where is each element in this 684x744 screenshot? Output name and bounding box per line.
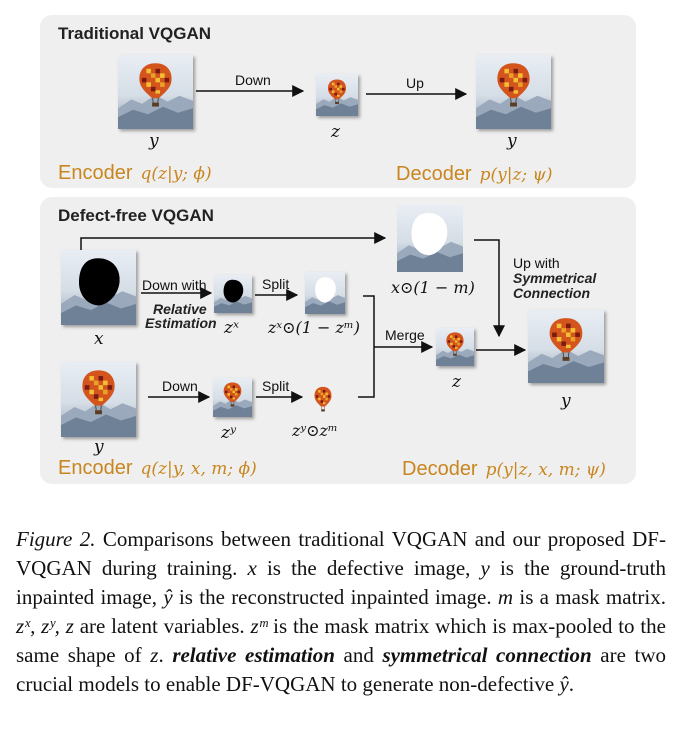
top-y-in-label: y <box>149 131 159 151</box>
bottom-decoder-label: Decoder <box>402 458 478 480</box>
merge-label: Merge <box>385 327 425 343</box>
zx-image <box>214 275 252 313</box>
ground-truth-y-image <box>61 362 136 437</box>
y-label: y <box>94 437 104 457</box>
caption-part10: are two crucial models to enable DF-VQGA… <box>16 643 667 696</box>
top-y-out-label: y <box>507 131 517 151</box>
caption-part7: is the mask matrix which is max-pooled t… <box>16 614 667 667</box>
connection-label: Connection <box>513 285 590 301</box>
bottom-decoder: Decoder p(y|z, x, m; ψ) <box>402 458 606 481</box>
relative-label: Relative <box>153 301 207 317</box>
zx-masked-label: zˣ⊙(1 − zᵐ) <box>268 318 360 337</box>
down-label-bottom: Down <box>162 378 198 394</box>
caption-yhat2: ŷ <box>559 672 569 696</box>
caption-part6: are latent variables. <box>73 614 251 638</box>
up-with-label: Up with <box>513 255 560 271</box>
reconstructed-y-image <box>528 310 604 383</box>
caption-bold-relative-estimation: relative estimation <box>172 643 335 667</box>
merge-bracket-top <box>358 295 375 398</box>
caption-bold-symmetrical-connection: symmetrical connection <box>382 643 592 667</box>
merged-z-image <box>436 328 474 366</box>
estimation-label: Estimation <box>145 315 217 331</box>
caption-latents: zˣ, zʸ, z <box>16 614 74 638</box>
zy-image <box>213 378 252 417</box>
caption-z: z <box>150 643 159 667</box>
figure-caption: Figure 2. Comparisons between traditiona… <box>16 525 666 699</box>
split-label-bottom: Split <box>262 378 290 394</box>
caption-zm: zᵐ <box>250 614 268 638</box>
top-up-label: Up <box>406 75 424 91</box>
caption-y: y <box>480 556 490 580</box>
defective-x-image <box>61 250 136 325</box>
top-encoder: Encoder q(z|y; ϕ) <box>58 162 212 185</box>
top-encoder-label: Encoder <box>58 162 133 184</box>
bottom-encoder: Encoder q(z|y, x, m; ϕ) <box>58 457 257 480</box>
caption-m: m <box>497 585 514 609</box>
x-masked-label: x⊙(1 − m) <box>391 278 475 297</box>
symmetrical-connection-arrow <box>474 239 505 338</box>
caption-part1: Comparisons between traditional VQGAN an… <box>16 527 666 580</box>
x-to-masked-arrow <box>80 232 387 250</box>
top-down-label: Down <box>235 72 271 88</box>
z-label: z <box>452 372 461 392</box>
top-decoder-formula: p(y|z; ψ) <box>479 165 553 185</box>
bottom-encoder-label: Encoder <box>58 457 133 479</box>
caption-fig-label: Figure 2. <box>16 527 96 551</box>
caption-part4: is the reconstructed inpainted image. <box>172 585 498 609</box>
top-z-label: z <box>331 122 340 142</box>
top-decoder-label: Decoder <box>396 163 472 185</box>
zy-label: zʸ <box>221 423 236 443</box>
caption-part3: is the ground-truth inpainted image, <box>16 556 666 609</box>
zx-masked-image <box>305 272 345 314</box>
top-latent-image <box>316 74 358 116</box>
top-output-image <box>476 55 551 129</box>
caption-part8: . <box>158 643 173 667</box>
bottom-encoder-formula: q(z|y, x, m; ϕ) <box>140 459 257 479</box>
top-decoder: Decoder p(y|z; ψ) <box>396 163 553 186</box>
defect-free-vqgan-title: Defect-free VQGAN <box>58 206 214 225</box>
zx-label: zˣ <box>224 318 239 338</box>
split-label-top: Split <box>262 276 290 292</box>
zy-masked-label: zʸ⊙zᵐ <box>292 421 338 440</box>
bottom-decoder-formula: p(y|z, x, m; ψ) <box>485 460 606 480</box>
x-label: x <box>94 329 104 349</box>
top-encoder-formula: q(z|y; ϕ) <box>140 164 212 184</box>
down-with-label: Down with <box>142 277 207 293</box>
x-masked-image <box>397 205 463 272</box>
caption-x: x <box>247 556 257 580</box>
traditional-vqgan-title: Traditional VQGAN <box>58 24 212 43</box>
symmetrical-label: Symmetrical <box>513 270 597 286</box>
y-out-label: y <box>561 391 571 411</box>
caption-part11: . <box>568 672 575 696</box>
caption-part2: is the defective image, <box>256 556 481 580</box>
caption-part5: is a mask matrix. <box>513 585 666 609</box>
zy-masked-image <box>308 383 338 415</box>
caption-part9: and <box>334 643 383 667</box>
top-input-image <box>118 55 193 129</box>
caption-yhat: ŷ <box>163 585 173 609</box>
